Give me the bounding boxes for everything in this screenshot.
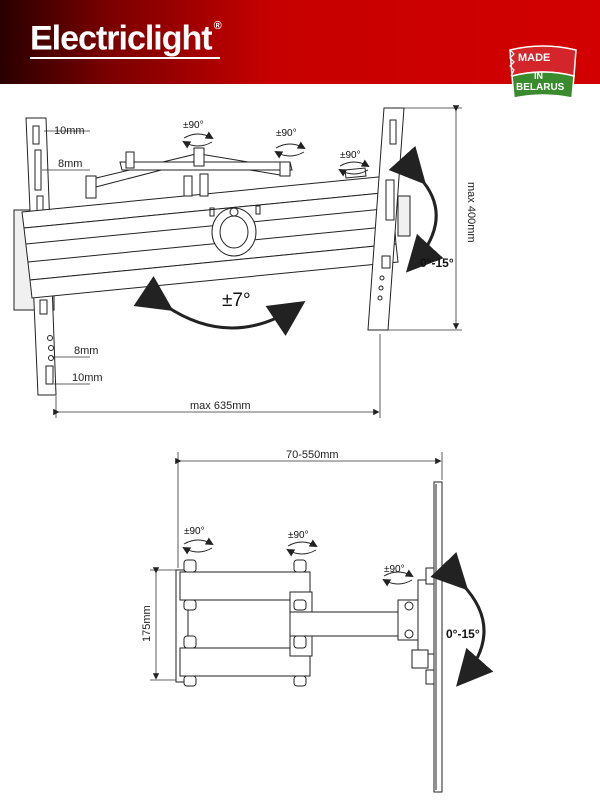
side-view-drawing: 70-550mm	[141, 449, 494, 793]
center-plate	[211, 207, 257, 257]
mount-technical-drawing: 10mm 8mm 8mm 10mm ±90° ±90° ±90° ±7° 0°	[13, 105, 494, 793]
front-arm	[289, 611, 409, 637]
lower-arm	[179, 647, 311, 677]
badge-made: MADE	[518, 52, 551, 64]
swivel-label: ±7°	[222, 290, 251, 311]
side-rot-90-label-1: ±90°	[184, 526, 205, 537]
dim-10mm-bottom: 10mm	[72, 372, 103, 384]
side-height-dimension: 175mm	[141, 567, 176, 681]
logo-underline	[30, 57, 220, 59]
joint-right	[279, 161, 291, 177]
side-rot-90-label-3: ±90°	[384, 564, 405, 575]
registered-mark: ®	[213, 20, 222, 32]
extension-label: 70-550mm	[286, 449, 339, 461]
dim-8mm-top: 8mm	[58, 158, 82, 170]
dim-10mm-top: 10mm	[54, 125, 85, 137]
side-rotation-symbol-2: ±90°	[286, 530, 318, 557]
belarus-flag-icon	[509, 45, 577, 99]
side-height-label: 175mm	[141, 605, 153, 642]
rot-90-label-1: ±90°	[183, 120, 204, 131]
rotation-symbol-1: ±90°	[182, 120, 214, 149]
upper-arm	[179, 571, 311, 601]
tv-panel	[433, 481, 443, 793]
rotation-symbol-3: ±90°	[338, 150, 370, 177]
tilt-arrow-side: 0°-15°	[430, 552, 494, 687]
dim-8mm-bottom: 8mm	[74, 345, 98, 357]
badge-in: IN	[534, 71, 543, 81]
width-label: max 635mm	[190, 400, 251, 412]
side-rot-90-label-2: ±90°	[288, 530, 309, 541]
top-view-drawing: 10mm 8mm 8mm 10mm ±90° ±90° ±90° ±7° 0°	[13, 105, 477, 418]
joint-center	[193, 147, 205, 167]
badge-belarus: BELARUS	[516, 82, 565, 93]
joint-left	[125, 151, 135, 169]
side-rotation-symbol-3: ±90°	[382, 564, 414, 587]
cross-arm	[119, 161, 293, 171]
made-in-belarus-badge: MADE IN BELARUS	[508, 44, 578, 102]
extension-dimension: 70-550mm	[175, 449, 443, 568]
width-dimension: max 635mm	[53, 334, 381, 418]
tilt-head	[397, 599, 421, 641]
rot-90-label-2: ±90°	[276, 128, 297, 139]
swivel-arrow: ±7°	[133, 276, 306, 336]
side-rotation-symbol-1: ±90°	[182, 526, 214, 555]
rot-90-label-3: ±90°	[340, 150, 361, 161]
tilt-arrow-top: 0°-15°	[388, 145, 454, 273]
height-label: max 400mm	[465, 182, 477, 243]
height-dimension: max 400mm	[388, 105, 477, 331]
header-banner: Electriclight®	[0, 0, 600, 84]
brand-name: Electriclight	[30, 19, 213, 58]
rotation-symbol-2: ±90°	[274, 128, 306, 159]
brand-logo: Electriclight®	[30, 14, 222, 58]
joint-wall	[85, 175, 97, 199]
left-arm	[87, 153, 201, 189]
tilt-label-side: 0°-15°	[446, 627, 480, 641]
tilt-label-top: 0°-15°	[420, 256, 454, 270]
